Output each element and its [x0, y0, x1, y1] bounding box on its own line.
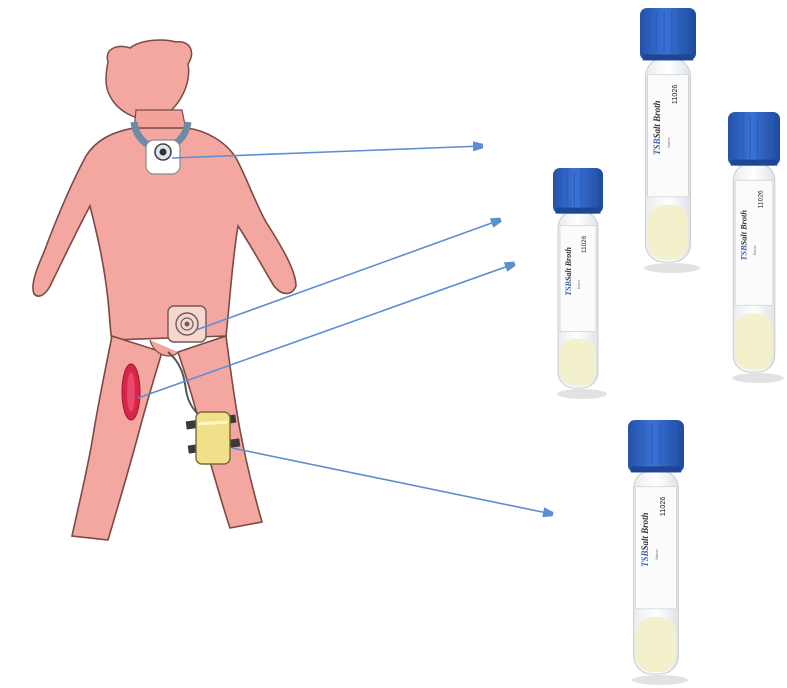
figure-neck: [134, 110, 186, 130]
urine-bag: [196, 412, 230, 464]
tube-broth: [636, 617, 677, 672]
tube-lot-number: 11026: [671, 85, 679, 104]
tube-field-name: Name: [654, 549, 659, 560]
human-figure: [33, 40, 296, 540]
tube-field-name: Name: [753, 245, 757, 255]
tube-brand-text: TSBSalt Broth: [640, 512, 650, 567]
tube-broth: [560, 339, 596, 386]
arrow-urine-to-tube: [232, 448, 552, 514]
tube-lot-number: 11026: [659, 497, 667, 516]
figure-left-leg: [72, 336, 162, 540]
tube-broth: [648, 205, 689, 260]
tube-brand-text: TSBSalt Broth: [652, 100, 662, 155]
tube-field-name: Name: [666, 137, 671, 148]
arrow-stoma-to-tube: [196, 220, 500, 330]
tube-lot-number: 11026: [581, 235, 588, 253]
tube-broth: [735, 314, 773, 370]
tube-field-name: Name: [577, 280, 581, 290]
figure-head: [106, 40, 192, 120]
tube-brand-text: TSBSalt Broth: [564, 247, 573, 296]
tube-lot-number: 11026: [757, 190, 764, 208]
tube-brand-text: TSBSalt Broth: [740, 210, 749, 261]
